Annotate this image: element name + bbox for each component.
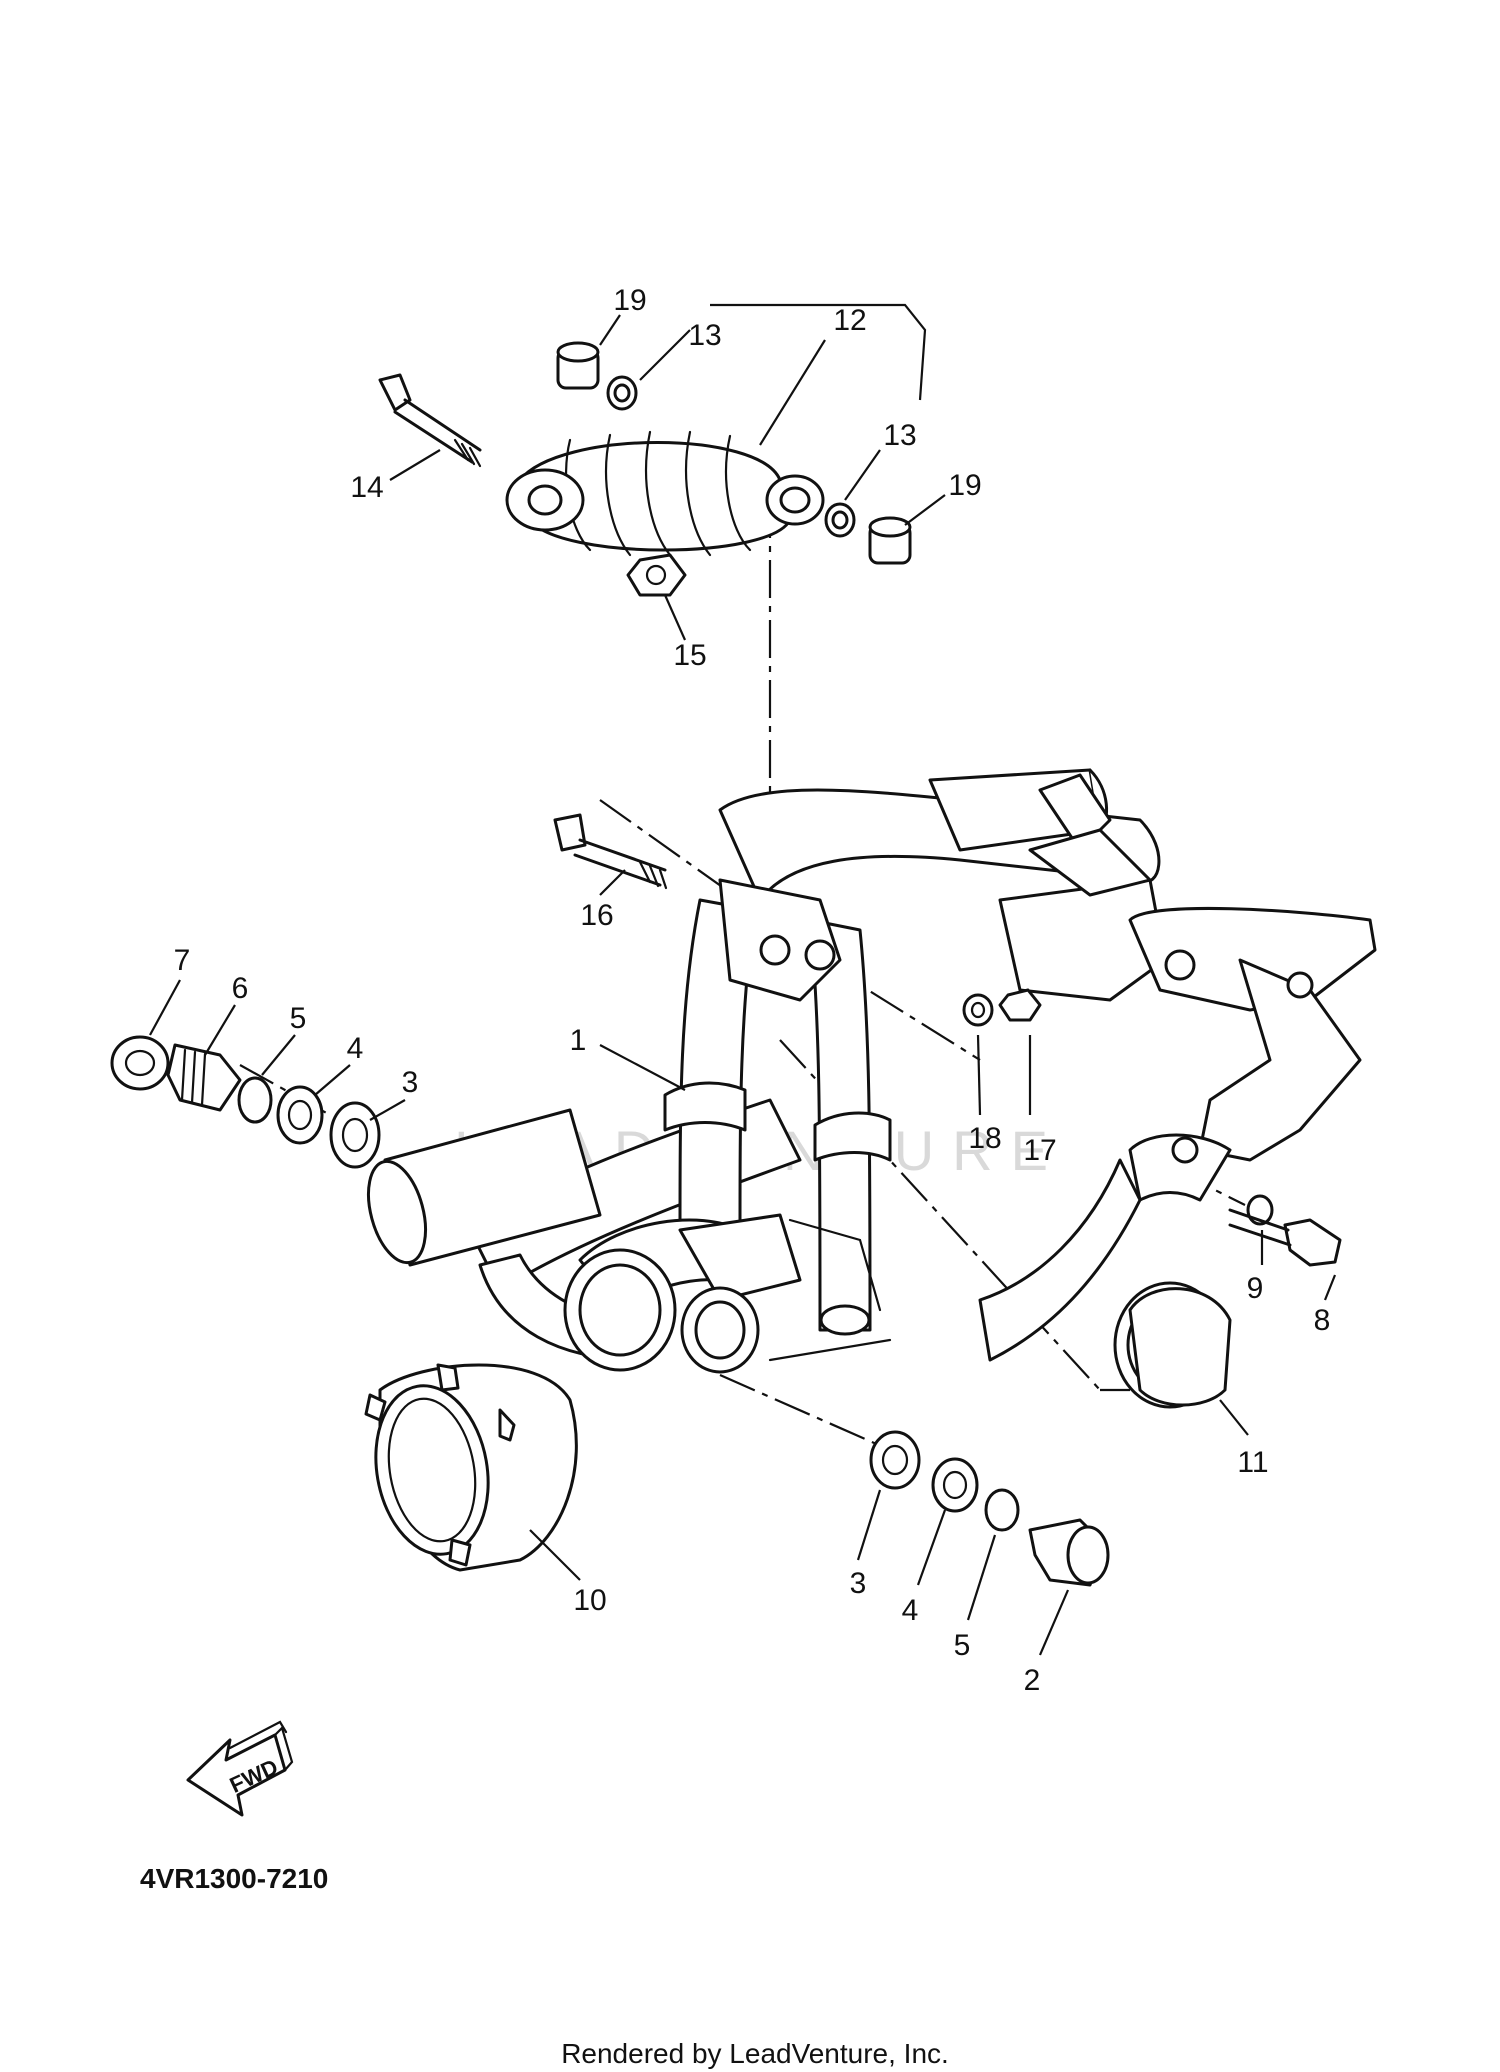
callout-19-lower: 19 xyxy=(948,469,981,502)
callout-13-lower: 13 xyxy=(883,419,916,452)
callout-3-right: 3 xyxy=(850,1567,867,1600)
callout-10: 10 xyxy=(573,1584,606,1617)
callout-2: 2 xyxy=(1024,1664,1041,1697)
callout-14: 14 xyxy=(350,471,383,504)
callout-13-upper: 13 xyxy=(688,319,721,352)
callout-18: 18 xyxy=(968,1122,1001,1155)
callout-17: 17 xyxy=(1023,1134,1056,1167)
callout-9: 9 xyxy=(1247,1272,1264,1305)
callout-4-right: 4 xyxy=(902,1594,919,1627)
callout-8: 8 xyxy=(1314,1304,1331,1337)
callout-3-left: 3 xyxy=(402,1066,419,1099)
callout-1: 1 xyxy=(570,1024,587,1057)
callout-5-right: 5 xyxy=(954,1629,971,1662)
callout-6: 6 xyxy=(232,972,249,1005)
fwd-arrow-icon: FWD xyxy=(186,1720,294,1817)
diagram-code: 4VR1300-7210 xyxy=(140,1863,328,1894)
leader-lines xyxy=(149,303,1337,1656)
render-credit: Rendered by LeadVenture, Inc. xyxy=(561,2038,949,2069)
callout-5-left: 5 xyxy=(290,1002,307,1035)
callout-15: 15 xyxy=(673,639,706,672)
swingarm xyxy=(367,768,1377,1374)
callout-7: 7 xyxy=(174,944,191,977)
callout-12: 12 xyxy=(833,304,866,337)
shock-absorber xyxy=(505,430,825,557)
callout-16: 16 xyxy=(580,899,613,932)
callout-19-upper: 19 xyxy=(613,284,646,317)
callout-labels: 19 13 12 13 19 14 15 16 7 6 5 4 3 1 18 1… xyxy=(174,284,1331,1697)
hardware xyxy=(110,341,1342,1587)
callout-11: 11 xyxy=(1237,1446,1268,1479)
callout-4-left: 4 xyxy=(347,1032,364,1065)
